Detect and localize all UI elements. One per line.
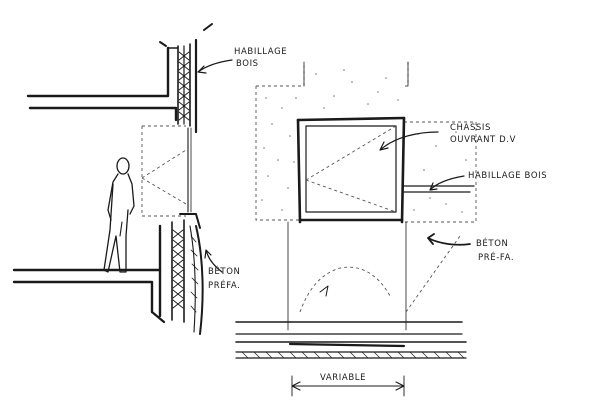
arrow-beton-section	[204, 249, 223, 273]
arrow-habillage-section	[197, 59, 233, 74]
section-view: HABILLAGE BOIS BÉTON PRÉFA.	[12, 23, 287, 335]
window-frame	[296, 116, 406, 224]
label-beton-section-2: PRÉFA.	[208, 279, 240, 291]
elevation-view: VARIABLE CHASSIS OUVRANT D.V HABILLAGE B…	[235, 61, 547, 397]
dimension-line	[291, 375, 405, 397]
label-beton-elevation-1: BÉTON	[476, 237, 508, 249]
label-habillage-elevation: HABILLAGE BOIS	[468, 171, 547, 181]
label-chassis-1: CHASSIS	[450, 123, 491, 133]
door-swing-arc	[299, 266, 391, 313]
concrete-stipple	[261, 69, 467, 213]
lower-floor-slab	[12, 268, 162, 314]
window-swing	[141, 125, 187, 217]
window-opening-indicator	[305, 125, 397, 213]
upper-wall-cladding	[159, 23, 213, 134]
label-beton-elevation-2: PRÉ-FA.	[478, 251, 514, 263]
arrow-habillage-elevation	[429, 175, 465, 191]
upper-floor-slab	[26, 46, 179, 122]
lower-wall-precast	[150, 213, 204, 335]
plan-layers	[235, 321, 467, 359]
concrete-panel-outline	[256, 62, 409, 87]
label-habillage-section-1: HABILLAGE	[234, 47, 287, 57]
arrow-beton-elevation	[427, 233, 471, 246]
label-habillage-section-2: BOIS	[236, 59, 259, 69]
label-dimension: VARIABLE	[320, 373, 366, 383]
label-chassis-2: OUVRANT D.V	[450, 135, 516, 145]
person-figure	[103, 157, 135, 273]
arrow-chassis	[379, 131, 439, 151]
label-beton-section-1: BÉTON	[208, 265, 240, 277]
